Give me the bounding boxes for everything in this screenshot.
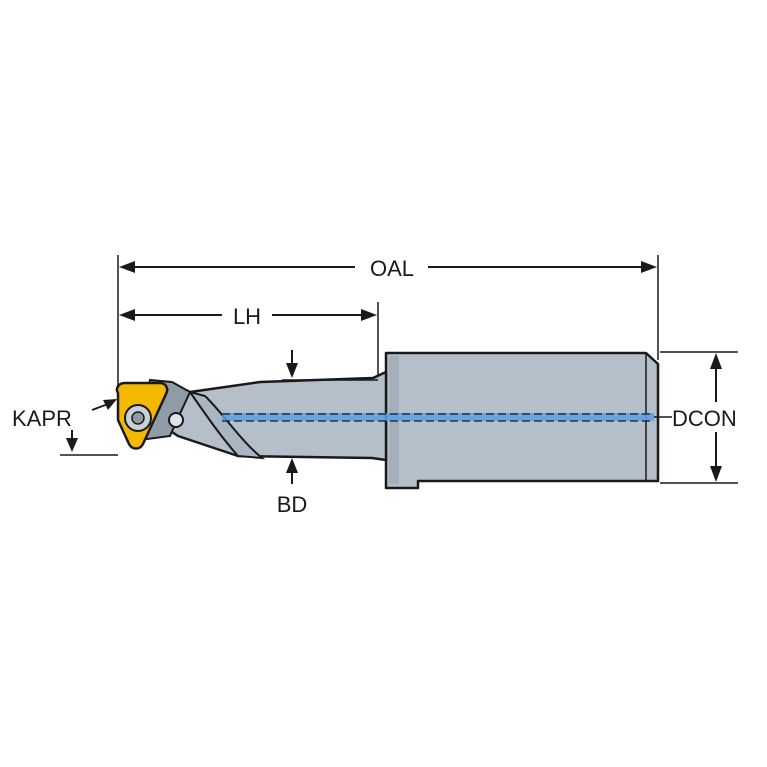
chip-flute-curve <box>187 390 266 460</box>
oal-arrow-left <box>119 261 135 273</box>
lh-dimension: LH <box>119 302 379 378</box>
bd-label: BD <box>277 492 308 517</box>
kapr-annotation: KAPR <box>12 399 118 456</box>
clamp-screw-head <box>168 412 184 428</box>
bd-dimension: BD <box>277 350 378 517</box>
insert-screw-center <box>131 411 145 425</box>
kapr-label: KAPR <box>12 406 72 431</box>
kapr-arrow <box>103 399 117 410</box>
coolant-channel <box>222 413 654 422</box>
dcon-label: DCON <box>672 406 737 431</box>
dcon-dimension: DCON <box>654 351 738 484</box>
bd-arrow-top <box>286 363 298 378</box>
lh-label: LH <box>233 304 261 329</box>
oal-dimension: OAL <box>117 255 659 395</box>
kapr-vertical-arrow <box>66 438 78 452</box>
kapr-leader <box>91 403 109 411</box>
bd-arrow-bottom <box>286 458 298 473</box>
dcon-arrow-bottom <box>710 466 722 482</box>
dcon-arrow-top <box>710 353 722 369</box>
cutting-insert <box>115 381 169 450</box>
lh-arrow-left <box>119 309 135 321</box>
lh-arrow-right <box>361 309 377 321</box>
oal-arrow-right <box>641 261 657 273</box>
oal-label: OAL <box>370 256 414 281</box>
